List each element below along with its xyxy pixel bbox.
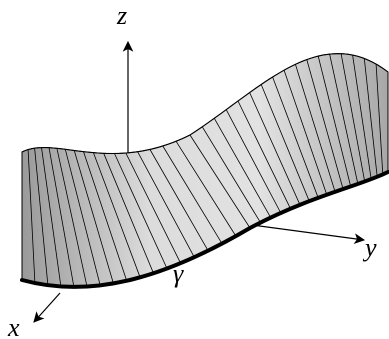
- ruled-surface: [21, 53, 389, 288]
- ruling-line: [363, 58, 378, 177]
- ruling-line: [329, 53, 359, 185]
- curve-label-gamma: γ: [173, 259, 184, 288]
- ruling-line: [48, 147, 75, 287]
- ruling-line: [260, 84, 310, 202]
- ruling-line: [352, 55, 372, 180]
- y-axis-label: y: [362, 233, 377, 262]
- ruling-line: [201, 126, 261, 223]
- ruling-line: [283, 70, 328, 195]
- ruling-line: [41, 147, 62, 287]
- z-axis-label: z: [116, 1, 127, 30]
- ruling-line: [272, 76, 319, 198]
- ruling-line: [249, 92, 301, 205]
- ruling-line: [56, 148, 88, 287]
- ruling-line: [149, 149, 209, 251]
- ruling-line: [340, 53, 366, 182]
- ruling-line: [137, 151, 195, 258]
- ruling-line: [225, 109, 282, 214]
- ruling-line: [27, 149, 36, 284]
- x-axis-label: x: [7, 313, 20, 339]
- ruling-line: [306, 59, 344, 190]
- x-axis: [33, 292, 61, 323]
- ruling-line: [73, 150, 114, 284]
- ruling-line: [114, 153, 168, 269]
- ruling-line: [317, 56, 352, 187]
- ruling-line: [237, 100, 291, 209]
- ruling-line: [213, 118, 272, 218]
- ruling-line: [175, 141, 237, 237]
- gamma-curve: [20, 170, 389, 289]
- ruling-line: [83, 151, 128, 281]
- ruling-line: [375, 64, 384, 175]
- ruling-line: [34, 148, 49, 286]
- ruling-line: [103, 153, 154, 274]
- ruling-line: [189, 134, 251, 229]
- ruling-line: [295, 64, 336, 192]
- ruling-line: [125, 152, 181, 264]
- x-axis-line: [33, 292, 61, 323]
- ruling-line: [162, 145, 223, 244]
- ruling-line: [64, 149, 101, 286]
- surface-rulings: [21, 53, 389, 287]
- surface-top-edge: [21, 53, 389, 154]
- ruling-line: [93, 152, 141, 278]
